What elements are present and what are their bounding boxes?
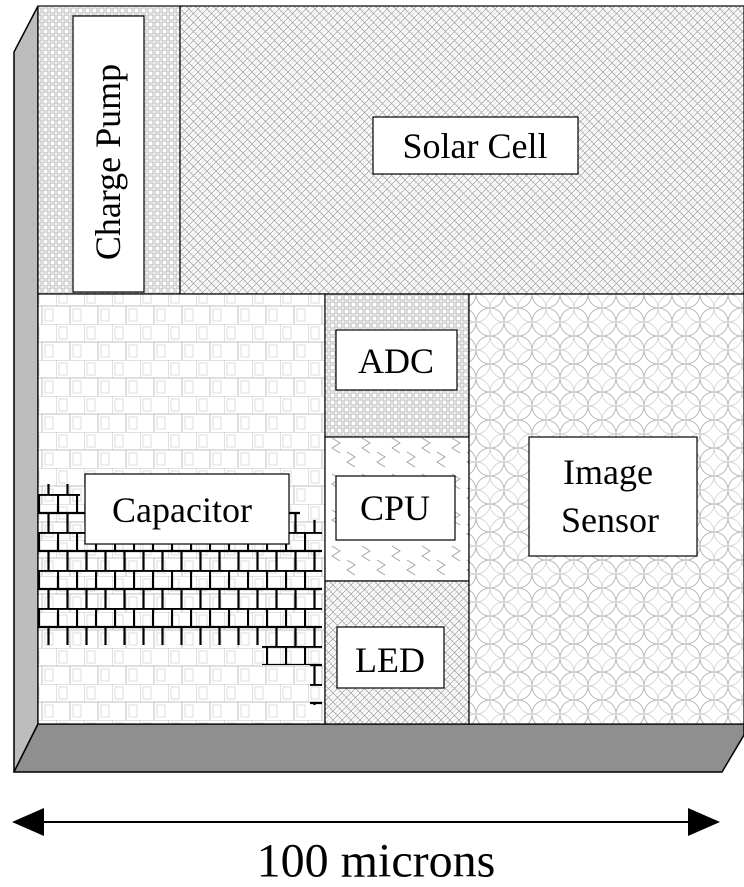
adc-label: ADC — [358, 341, 434, 381]
scale-label: 100 microns — [257, 835, 496, 887]
capacitor-label: Capacitor — [112, 490, 252, 530]
charge-pump-label: Charge Pump — [88, 64, 128, 260]
cpu-label-box — [335, 475, 456, 541]
image-sensor-label-line1: Image — [563, 452, 653, 492]
chip-left-side — [13, 5, 39, 773]
solar-cell-label: Solar Cell — [403, 126, 548, 166]
solar-cell-label-box — [372, 116, 579, 175]
charge-pump-label-box — [72, 15, 145, 293]
cpu-label: CPU — [360, 488, 430, 528]
scale-arrowhead-right-icon — [688, 808, 720, 836]
led-label-box — [336, 626, 445, 689]
adc-label-box — [335, 329, 458, 391]
led-label: LED — [355, 640, 425, 680]
image-sensor-label-box — [528, 436, 698, 557]
image-sensor-label-line2: Sensor — [561, 500, 659, 540]
scale-arrow — [12, 808, 720, 836]
capacitor-label-box — [84, 473, 290, 545]
scale-arrowhead-left-icon — [12, 808, 44, 836]
chip-bottom-face — [12, 723, 744, 773]
